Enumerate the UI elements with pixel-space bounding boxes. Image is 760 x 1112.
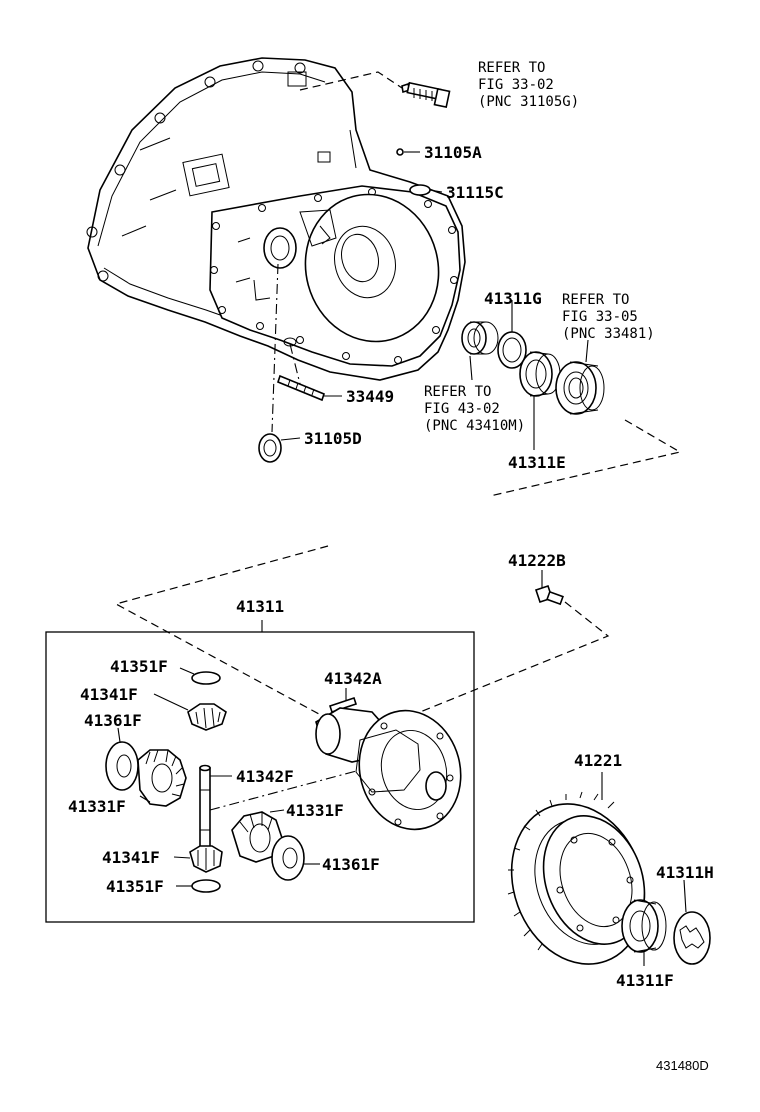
pin-33449-illustration	[277, 374, 325, 402]
pin-41342a-illustration	[328, 696, 358, 714]
label-41341f-top[interactable]: 41341F	[80, 685, 138, 704]
transaxle-case-illustration	[86, 57, 466, 381]
label-41351f-top[interactable]: 41351F	[110, 657, 168, 676]
bolt-guide-line	[299, 71, 403, 91]
assembly-box-41311	[45, 631, 475, 923]
thrust-washer-41361f-right-illustration	[271, 835, 305, 881]
shim-41311h-illustration	[673, 911, 711, 965]
label-41311e[interactable]: 41311E	[508, 453, 566, 472]
label-41331f-right[interactable]: 41331F	[286, 801, 344, 820]
pinion-41341f-top-illustration	[187, 703, 227, 731]
label-41342a[interactable]: 41342A	[324, 669, 382, 688]
ref-bolt-line-1: REFER TO	[478, 60, 545, 76]
label-41311[interactable]: 41311	[236, 597, 284, 616]
bolt-part-illustration	[401, 81, 451, 109]
oil-seal-31105d-illustration	[258, 433, 282, 463]
label-41341f-bottom[interactable]: 41341F	[102, 848, 160, 867]
label-31115c[interactable]: 31115C	[446, 183, 504, 202]
bolt-41222b-illustration	[534, 584, 564, 606]
label-41361f-right[interactable]: 41361F	[322, 855, 380, 874]
washer-41351f-top-illustration	[191, 671, 221, 685]
side-gear-41331f-left-illustration	[137, 749, 187, 807]
label-41331f-left[interactable]: 41331F	[68, 797, 126, 816]
ref-bolt-line-2: FIG 33-02	[478, 77, 554, 93]
pinion-shaft-41342f-illustration	[199, 764, 211, 851]
bearing-race-41311e-illustration	[519, 351, 561, 397]
label-41311h[interactable]: 41311H	[656, 863, 714, 882]
ref-bearing-line-1: REFER TO	[562, 292, 629, 308]
thrust-washer-41361f-left-illustration	[105, 741, 139, 791]
ref-bearing-line-2: FIG 33-05	[562, 309, 638, 325]
seal-31115c-illustration	[409, 184, 431, 196]
label-33449[interactable]: 33449	[346, 387, 394, 406]
pinion-41341f-bottom-illustration	[189, 845, 223, 873]
label-41311f[interactable]: 41311F	[616, 971, 674, 990]
label-41361f-left[interactable]: 41361F	[84, 711, 142, 730]
differential-case-illustration	[315, 707, 462, 831]
seal-ref-illustration	[461, 321, 499, 355]
washer-41351f-bottom-illustration	[191, 879, 221, 893]
label-41221[interactable]: 41221	[574, 751, 622, 770]
assembly-line-left	[114, 545, 331, 721]
ref-seal-line-3[interactable]: (PNC 43410M)	[424, 418, 525, 434]
figure-code: 431480D	[656, 1058, 709, 1073]
bearing-ref-illustration	[555, 361, 605, 415]
label-31105a[interactable]: 31105A	[424, 143, 482, 162]
plug-31105a-illustration	[396, 148, 404, 156]
bearing-41311f-illustration	[621, 899, 667, 953]
ref-bearing-line-3[interactable]: (PNC 33481)	[562, 326, 655, 342]
label-41222b[interactable]: 41222B	[508, 551, 566, 570]
ring-gear-41221-illustration	[507, 791, 646, 965]
label-41342f[interactable]: 41342F	[236, 767, 294, 786]
label-41351f-bottom[interactable]: 41351F	[106, 877, 164, 896]
assembly-line-bolt	[419, 601, 610, 713]
ref-bolt-line-3[interactable]: (PNC 31105G)	[478, 94, 579, 110]
label-41311g[interactable]: 41311G	[484, 289, 542, 308]
ref-seal-line-1: REFER TO	[424, 384, 491, 400]
label-31105d[interactable]: 31105D	[304, 429, 362, 448]
ref-seal-line-2: FIG 43-02	[424, 401, 500, 417]
